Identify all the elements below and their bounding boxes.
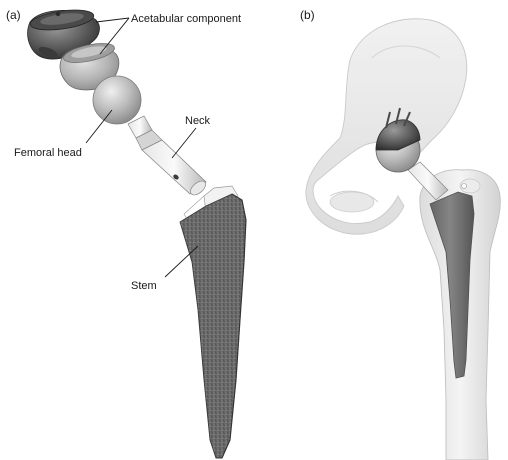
panel-a: (a) xyxy=(6,7,246,458)
label-acetabular-component: Acetabular component xyxy=(131,13,241,25)
panel-a-letter: (a) xyxy=(6,8,21,22)
label-femoral-head: Femoral head xyxy=(14,147,82,159)
panel-b: (b) xyxy=(300,8,500,460)
label-neck: Neck xyxy=(185,115,211,127)
femoral-stem xyxy=(180,194,246,458)
label-stem: Stem xyxy=(131,280,157,292)
leader-neck xyxy=(172,128,196,158)
leader-acetabular-1 xyxy=(96,18,129,22)
femoral-head-ball xyxy=(93,76,141,124)
panel-b-letter: (b) xyxy=(300,8,315,22)
